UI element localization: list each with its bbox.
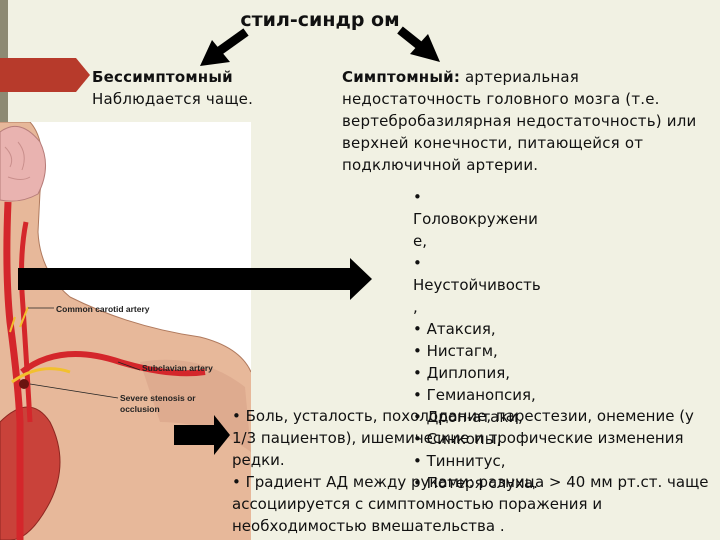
- asymptomatic-block: Бессимптомный Наблюдается чаще.: [92, 66, 312, 110]
- limb-symptoms: • Боль, усталость, похолодание, парестез…: [232, 405, 720, 537]
- symptom-item: Головокружени: [413, 210, 538, 228]
- limb-symptom-1: • Боль, усталость, похолодание, парестез…: [232, 407, 694, 469]
- arrow-right-diagonal: [397, 26, 440, 62]
- label-stenosis-1: Severe stenosis or: [120, 393, 196, 403]
- accent-tab: [0, 58, 90, 92]
- asymptomatic-text: Наблюдается чаще.: [92, 90, 254, 108]
- symptom-item: • Синкопы,: [413, 430, 502, 448]
- label-stenosis-2: occlusion: [120, 404, 160, 414]
- symptom-item: • Диплопия,: [413, 364, 511, 382]
- label-carotid: Common carotid artery: [56, 304, 150, 314]
- symptom-item: ,: [413, 298, 418, 316]
- label-subclavian: Subclavian artery: [142, 363, 213, 373]
- asymptomatic-heading: Бессимптомный: [92, 68, 233, 86]
- slide-title: стил-синдр ом: [240, 9, 400, 31]
- symptom-item: • Тиннитус,: [413, 452, 506, 470]
- symptom-item: • Гемианопсия,: [413, 386, 536, 404]
- symptom-list: • Головокружени е, • Неустойчивость , • …: [413, 186, 573, 494]
- symptomatic-heading: Симптомный:: [342, 68, 461, 86]
- symptom-item: • Атаксия,: [413, 320, 496, 338]
- symptom-item: Неустойчивость: [413, 276, 541, 294]
- symptomatic-block: Симптомный: артериальная недостаточность…: [342, 66, 717, 176]
- symptom-item: •: [413, 188, 422, 206]
- limb-symptom-2: • Градиент АД между руками: разница > 40…: [232, 473, 709, 535]
- symptomatic-text: артериальная недостаточность головного м…: [342, 68, 697, 174]
- symptom-item: е,: [413, 232, 427, 250]
- symptom-item: • Нистагм,: [413, 342, 498, 360]
- arrow-left-diagonal: [200, 28, 249, 66]
- anatomy-illustration: Common carotid artery Subclavian artery …: [0, 122, 251, 540]
- anatomy-drawing: [0, 122, 251, 540]
- symptom-item: • Дроп-атаки,: [413, 408, 523, 426]
- symptom-item: •: [413, 254, 422, 272]
- symptom-item: • Потеря слуха.: [413, 474, 538, 492]
